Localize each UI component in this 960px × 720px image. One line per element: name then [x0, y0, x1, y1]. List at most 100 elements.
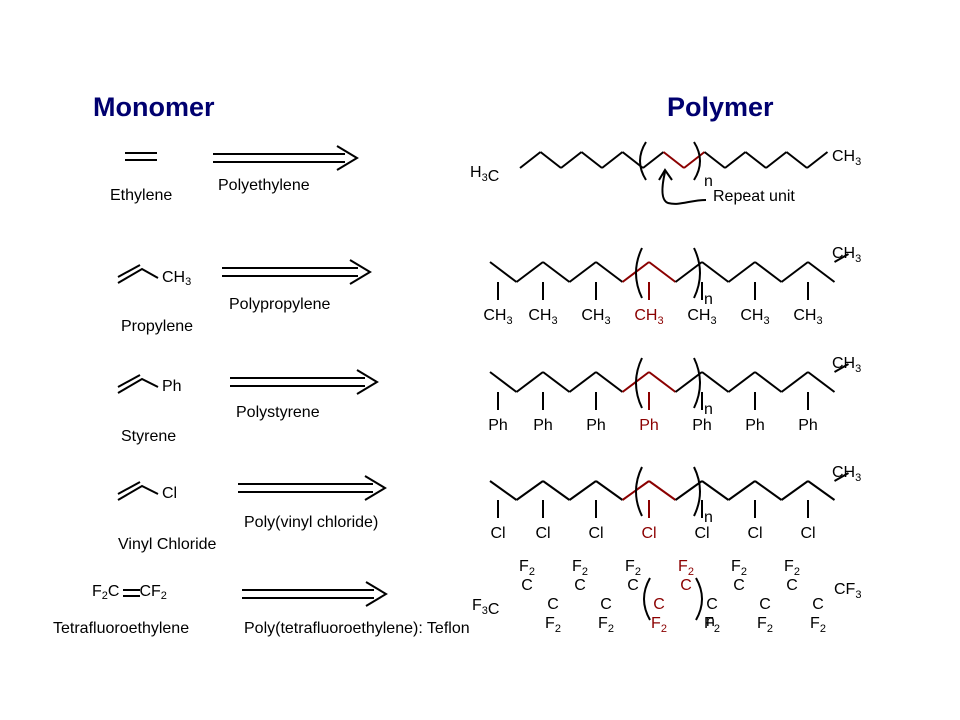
pvc-bond-2: [542, 480, 571, 501]
ptfe-paren-left: [643, 577, 651, 621]
ps-bond-3: [568, 371, 597, 393]
pvc-sub-1: Cl: [535, 525, 550, 542]
ptfe-paren-right: [695, 577, 703, 621]
ptfe-c-bot-2: C: [653, 596, 665, 613]
pe-bond-13: [785, 151, 808, 169]
polymer-header: Polymer: [667, 92, 774, 122]
pp-ch3-end: CH3: [832, 245, 861, 265]
ps-bond-9: [727, 371, 756, 393]
pp-sub-3: CH3: [634, 307, 663, 327]
ps-bond-2: [542, 371, 571, 393]
styrene-vinyl-2: [117, 374, 141, 388]
pp-bond-1: [515, 261, 544, 283]
ptfe-c-top-3: C: [680, 577, 692, 594]
pvc-bond-0: [489, 480, 518, 501]
vc-vinyl-2: [117, 481, 141, 495]
ps-sub-5: Ph: [745, 417, 765, 434]
pe-paren-right: [693, 141, 701, 181]
ps-bond-10: [754, 371, 783, 393]
ps-sub-2: Ph: [586, 417, 606, 434]
propylene-vinyl-2: [117, 264, 141, 278]
ps-sub-4: Ph: [692, 417, 712, 434]
pp-sub-4: CH3: [687, 307, 716, 327]
pvc-paren-left: [635, 466, 643, 517]
polymer-name-pe: Polyethylene: [218, 177, 310, 194]
pvc-sub-5: Cl: [747, 525, 762, 542]
pvc-bond-9: [727, 480, 756, 501]
ptfe-c-bot-5: C: [812, 596, 824, 613]
ps-end-bond: [834, 363, 849, 373]
pe-repeat-arrow: [661, 171, 707, 205]
pe-repeat-label: Repeat unit: [713, 188, 795, 205]
ptfe-f2-bot-4: F2: [757, 615, 773, 635]
monomer-name-vinyl-chloride: Vinyl Chloride: [118, 536, 217, 553]
ptfe-f2-bot-2: F2: [651, 615, 667, 635]
pe-bond-6: [642, 151, 665, 169]
pvc-bond-6: [648, 480, 677, 501]
pe-bond-1: [539, 151, 562, 169]
pp-end-bond: [834, 253, 849, 263]
polymer-name-ptfe: Poly(tetrafluoroethylene): Teflon: [244, 620, 470, 637]
pe-bond-4: [601, 151, 624, 169]
pvc-ch3-end: CH3: [832, 464, 861, 484]
ps-sub-6: Ph: [798, 417, 818, 434]
ps-bond-0: [489, 371, 518, 393]
ps-bond-8: [701, 371, 730, 393]
ptfe-cf3: CF3: [834, 581, 861, 601]
ptfe-c-top-0: C: [521, 577, 533, 594]
ptfe-f2-bot-3: F2: [704, 615, 720, 635]
pp-sub-0: CH3: [483, 307, 512, 327]
pvc-bond-4: [595, 480, 624, 501]
ps-ch3-end: CH3: [832, 355, 861, 375]
pp-sub-2: CH3: [581, 307, 610, 327]
pvc-bond-12: [807, 480, 836, 501]
polymer-name-pvc: Poly(vinyl chloride): [244, 514, 379, 531]
monomer-group-ch3: CH3: [162, 269, 192, 288]
ptfe-c-top-5: C: [786, 577, 798, 594]
pe-ch3: CH3: [832, 148, 861, 168]
pp-bond-3: [568, 261, 597, 283]
pe-bond-12: [765, 151, 788, 169]
ptfe-c-bot-3: C: [706, 596, 718, 613]
pe-paren-n: n: [704, 173, 713, 190]
vc-vinyl: [117, 484, 159, 501]
pe-bond-2: [560, 151, 583, 169]
ptfe-c-bot-4: C: [759, 596, 771, 613]
pp-bond-11: [780, 261, 809, 283]
polymer-name-ps: Polystyrene: [236, 404, 320, 421]
pvc-paren-right: [693, 466, 701, 517]
pvc-paren-n: n: [704, 509, 713, 526]
pp-bond-9: [727, 261, 756, 283]
ps-paren-left: [635, 357, 643, 409]
styrene-vinyl: [117, 377, 159, 394]
ptfe-c-bot-0: C: [547, 596, 559, 613]
pp-bond-7: [674, 261, 703, 283]
monomer-group-ph: Ph: [162, 378, 182, 395]
pvc-end-bond: [834, 472, 849, 482]
pp-paren-left: [635, 247, 643, 299]
pp-bond-2: [542, 261, 571, 283]
pp-bond-6: [648, 261, 677, 283]
ps-bond-7: [674, 371, 703, 393]
monomer-name-ethylene: Ethylene: [110, 187, 173, 204]
pvc-bond-3: [568, 480, 597, 501]
ps-sub-1: Ph: [533, 417, 553, 434]
ptfe-f2-bot-0: F2: [545, 615, 561, 635]
ptfe-f3c: F3C: [472, 597, 499, 618]
ps-sub-3: Ph: [639, 417, 659, 434]
monomer-name-propylene: Propylene: [121, 318, 194, 335]
arrow-ptfe-head: [365, 581, 388, 607]
ptfe-paren-n: n: [706, 613, 715, 630]
pvc-sub-6: Cl: [800, 525, 815, 542]
ptfe-f2-top-2: F2: [625, 558, 641, 578]
ptfe-f2-bot-5: F2: [810, 615, 826, 635]
arrow-pe-head: [336, 145, 359, 171]
pe-bond-14: [806, 151, 829, 169]
ps-sub-0: Ph: [488, 417, 508, 434]
pe-paren-left: [639, 141, 647, 181]
ptfe-f2-top-3: F2: [678, 558, 694, 578]
ptfe-c-bot-1: C: [600, 596, 612, 613]
pp-sub-6: CH3: [793, 307, 822, 327]
polymer-name-pp: Polypropylene: [229, 296, 331, 313]
